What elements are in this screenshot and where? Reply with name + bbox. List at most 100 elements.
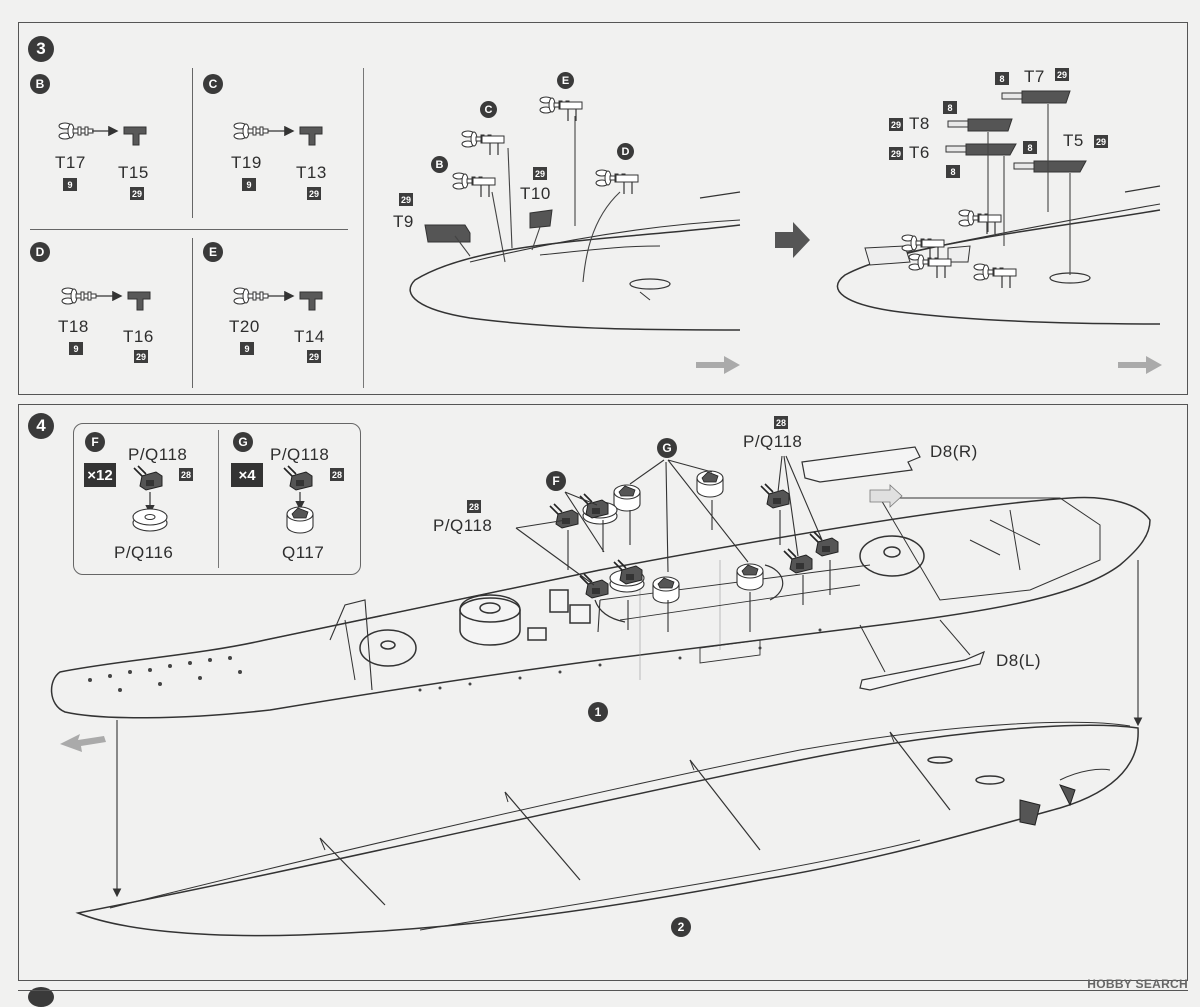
deck-part [50, 496, 1151, 719]
part-label: T14 [294, 327, 325, 346]
marker-b: B [30, 74, 50, 94]
d8l-part [859, 619, 985, 691]
runner-tag: 29 [130, 187, 144, 200]
runner-tag: 8 [995, 72, 1009, 85]
runner-tag: 28 [179, 468, 193, 481]
aa-gun-icon [283, 465, 313, 491]
grid-divider-vertical [363, 68, 365, 388]
aa-gun-icon [760, 483, 790, 509]
part-t10-icon [529, 209, 553, 229]
runner-tag: 29 [889, 118, 903, 131]
marker-d: D [30, 242, 50, 262]
part-number-deck: 1 [588, 702, 608, 722]
bottom-divider [18, 990, 1188, 992]
inset-divider [218, 430, 220, 568]
flow-arrow-icon [60, 734, 106, 752]
part-label: P/Q118 [128, 445, 188, 464]
runner-tag: 8 [943, 101, 957, 114]
part-label: T17 [55, 153, 86, 172]
part-label: T18 [58, 317, 89, 336]
runner-tag: 29 [307, 350, 321, 363]
part-label: P/Q118 [270, 445, 330, 464]
grid-divider-vertical [192, 238, 194, 388]
part-label: Q117 [282, 543, 325, 562]
quantity-badge: ×4 [231, 463, 263, 487]
step-4-number: 4 [28, 413, 54, 439]
marker-g: G [657, 438, 677, 458]
part-label-d8l: D8(L) [996, 651, 1042, 670]
part-label: T16 [123, 327, 154, 346]
part-number-hull: 2 [671, 917, 691, 937]
gun-tub-icon [696, 470, 724, 498]
part-label-t5: T5 [1063, 131, 1084, 150]
runner-tag: 29 [1055, 68, 1069, 81]
runner-tag: 29 [533, 167, 547, 180]
part-label-pq118-right: P/Q118 [743, 432, 803, 451]
runner-tag: 29 [1094, 135, 1108, 148]
runner-tag: 29 [134, 350, 148, 363]
aa-gun-icon [133, 465, 163, 491]
part-label: T19 [231, 153, 262, 172]
part-t9-icon [424, 224, 471, 243]
part-label-t8: T8 [909, 114, 930, 133]
grid-divider-vertical [192, 68, 194, 218]
subassembly-inset [73, 423, 361, 575]
runner-tag: 9 [240, 342, 254, 355]
part-label: T20 [229, 317, 260, 336]
callout-lines [515, 455, 831, 633]
flow-arrow-icon [696, 356, 740, 374]
marker-e: E [203, 242, 223, 262]
runner-tag: 9 [63, 178, 77, 191]
part-label-d8r: D8(R) [930, 442, 978, 461]
aa-gun-icon [549, 503, 579, 529]
runner-tag: 28 [330, 468, 344, 481]
marker-g: G [233, 432, 253, 452]
gun-tub-icon [652, 576, 680, 604]
part-label: T15 [118, 163, 149, 182]
deck-detail-dots [88, 628, 822, 692]
runner-tag: 9 [69, 342, 83, 355]
runner-tag: 29 [399, 193, 413, 206]
next-arrow-icon [775, 222, 810, 258]
part-label: T13 [296, 163, 327, 182]
runner-tag: 28 [774, 416, 788, 429]
step-4-panel [18, 404, 1188, 981]
hull-part [75, 721, 1139, 937]
marker-c: C [203, 74, 223, 94]
part-label-t9: T9 [393, 212, 414, 231]
watermark: HOBBY SEARCH [1087, 977, 1188, 991]
runner-tag: 29 [307, 187, 321, 200]
step-3-panel [18, 22, 1188, 395]
aa-gun-icon [809, 531, 839, 557]
marker-e: E [557, 72, 574, 89]
part-label-t7: T7 [1024, 67, 1045, 86]
part-label-pq118-left: P/Q118 [433, 516, 493, 535]
runner-tag: 28 [467, 500, 481, 513]
gun-tub-icon [286, 506, 314, 534]
gun-tub-icon [613, 484, 641, 512]
runner-tag: 8 [1023, 141, 1037, 154]
assembly-guide-lines [987, 104, 1071, 275]
part-label-t6: T6 [909, 143, 930, 162]
runner-tag: 8 [946, 165, 960, 178]
part-label: P/Q116 [114, 543, 174, 562]
runner-tag: 29 [889, 147, 903, 160]
part-label-t10: T10 [520, 184, 551, 203]
marker-d: D [617, 143, 634, 160]
gun-base-icon [132, 508, 168, 532]
assembly-guide-lines [454, 116, 621, 283]
step-3-number: 3 [28, 36, 54, 62]
stern-hull-right [836, 185, 1161, 325]
runner-tag: 9 [242, 178, 256, 191]
gun-tub-icon [736, 563, 764, 591]
flow-arrow-icon [1118, 356, 1162, 374]
quantity-badge: ×12 [84, 463, 116, 487]
shaft-icons [945, 90, 1087, 173]
marker-f: F [85, 432, 105, 452]
marker-c: C [480, 101, 497, 118]
d8r-part [801, 446, 921, 508]
marker-f: F [546, 471, 566, 491]
marker-b: B [431, 156, 448, 173]
grid-divider-horizontal [30, 229, 348, 231]
